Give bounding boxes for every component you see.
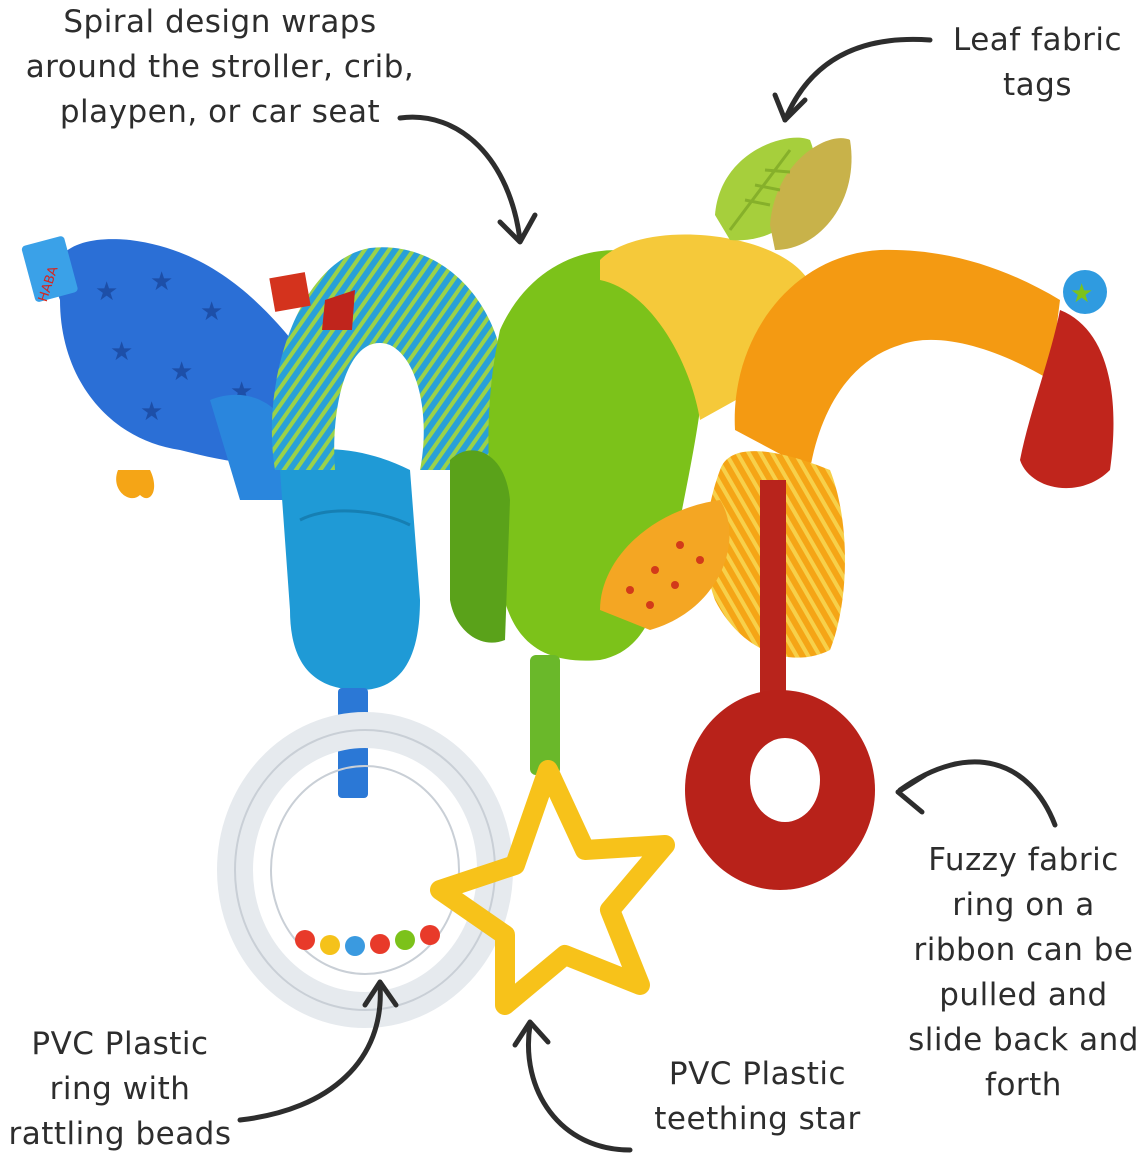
- svg-text:★: ★: [170, 357, 193, 387]
- arrow-fuzzy: [897, 759, 1058, 828]
- svg-text:★: ★: [150, 267, 173, 297]
- leaf-tags: [715, 137, 852, 250]
- callout-teething-star: PVC Plastic teething star: [654, 1056, 861, 1137]
- red-ribbon: [760, 480, 786, 730]
- rattle-beads: [295, 925, 440, 956]
- teething-star: [430, 760, 675, 1015]
- dotted-leaf-tag: [600, 500, 730, 630]
- striped-arch-segment: [269, 247, 505, 470]
- arrow-spiral: [397, 114, 523, 243]
- arrow-star: [526, 1022, 633, 1153]
- callout-fuzzy-ring: Fuzzy fabric ring on a ribbon can be pul…: [908, 842, 1139, 1103]
- orange-loop-tag: [116, 470, 155, 499]
- fuzzy-fabric-ring: [685, 480, 875, 890]
- callout-spiral-design: Spiral design wraps around the stroller,…: [25, 4, 415, 130]
- brand-tag: [21, 236, 78, 302]
- callout-leaf-tags: Leaf fabric tags: [952, 22, 1123, 103]
- svg-text:★: ★: [1070, 279, 1093, 309]
- callout-plastic-ring: PVC Plastic ring with rattling beads: [8, 1026, 232, 1152]
- light-blue-segment: [280, 449, 420, 690]
- arrow-ring: [237, 982, 383, 1123]
- callout-arrows: [237, 36, 1058, 1153]
- star-tag: [1063, 270, 1107, 314]
- svg-text:★: ★: [110, 337, 133, 367]
- svg-text:★: ★: [140, 397, 163, 427]
- green-ribbon: [530, 655, 560, 775]
- arrow-leaf: [782, 36, 933, 123]
- red-tag: [269, 272, 311, 312]
- svg-text:★: ★: [200, 297, 223, 327]
- blue-star-segment: ★ ★ ★ ★ ★ ★ ★ HABA: [21, 236, 311, 500]
- svg-text:★: ★: [95, 277, 118, 307]
